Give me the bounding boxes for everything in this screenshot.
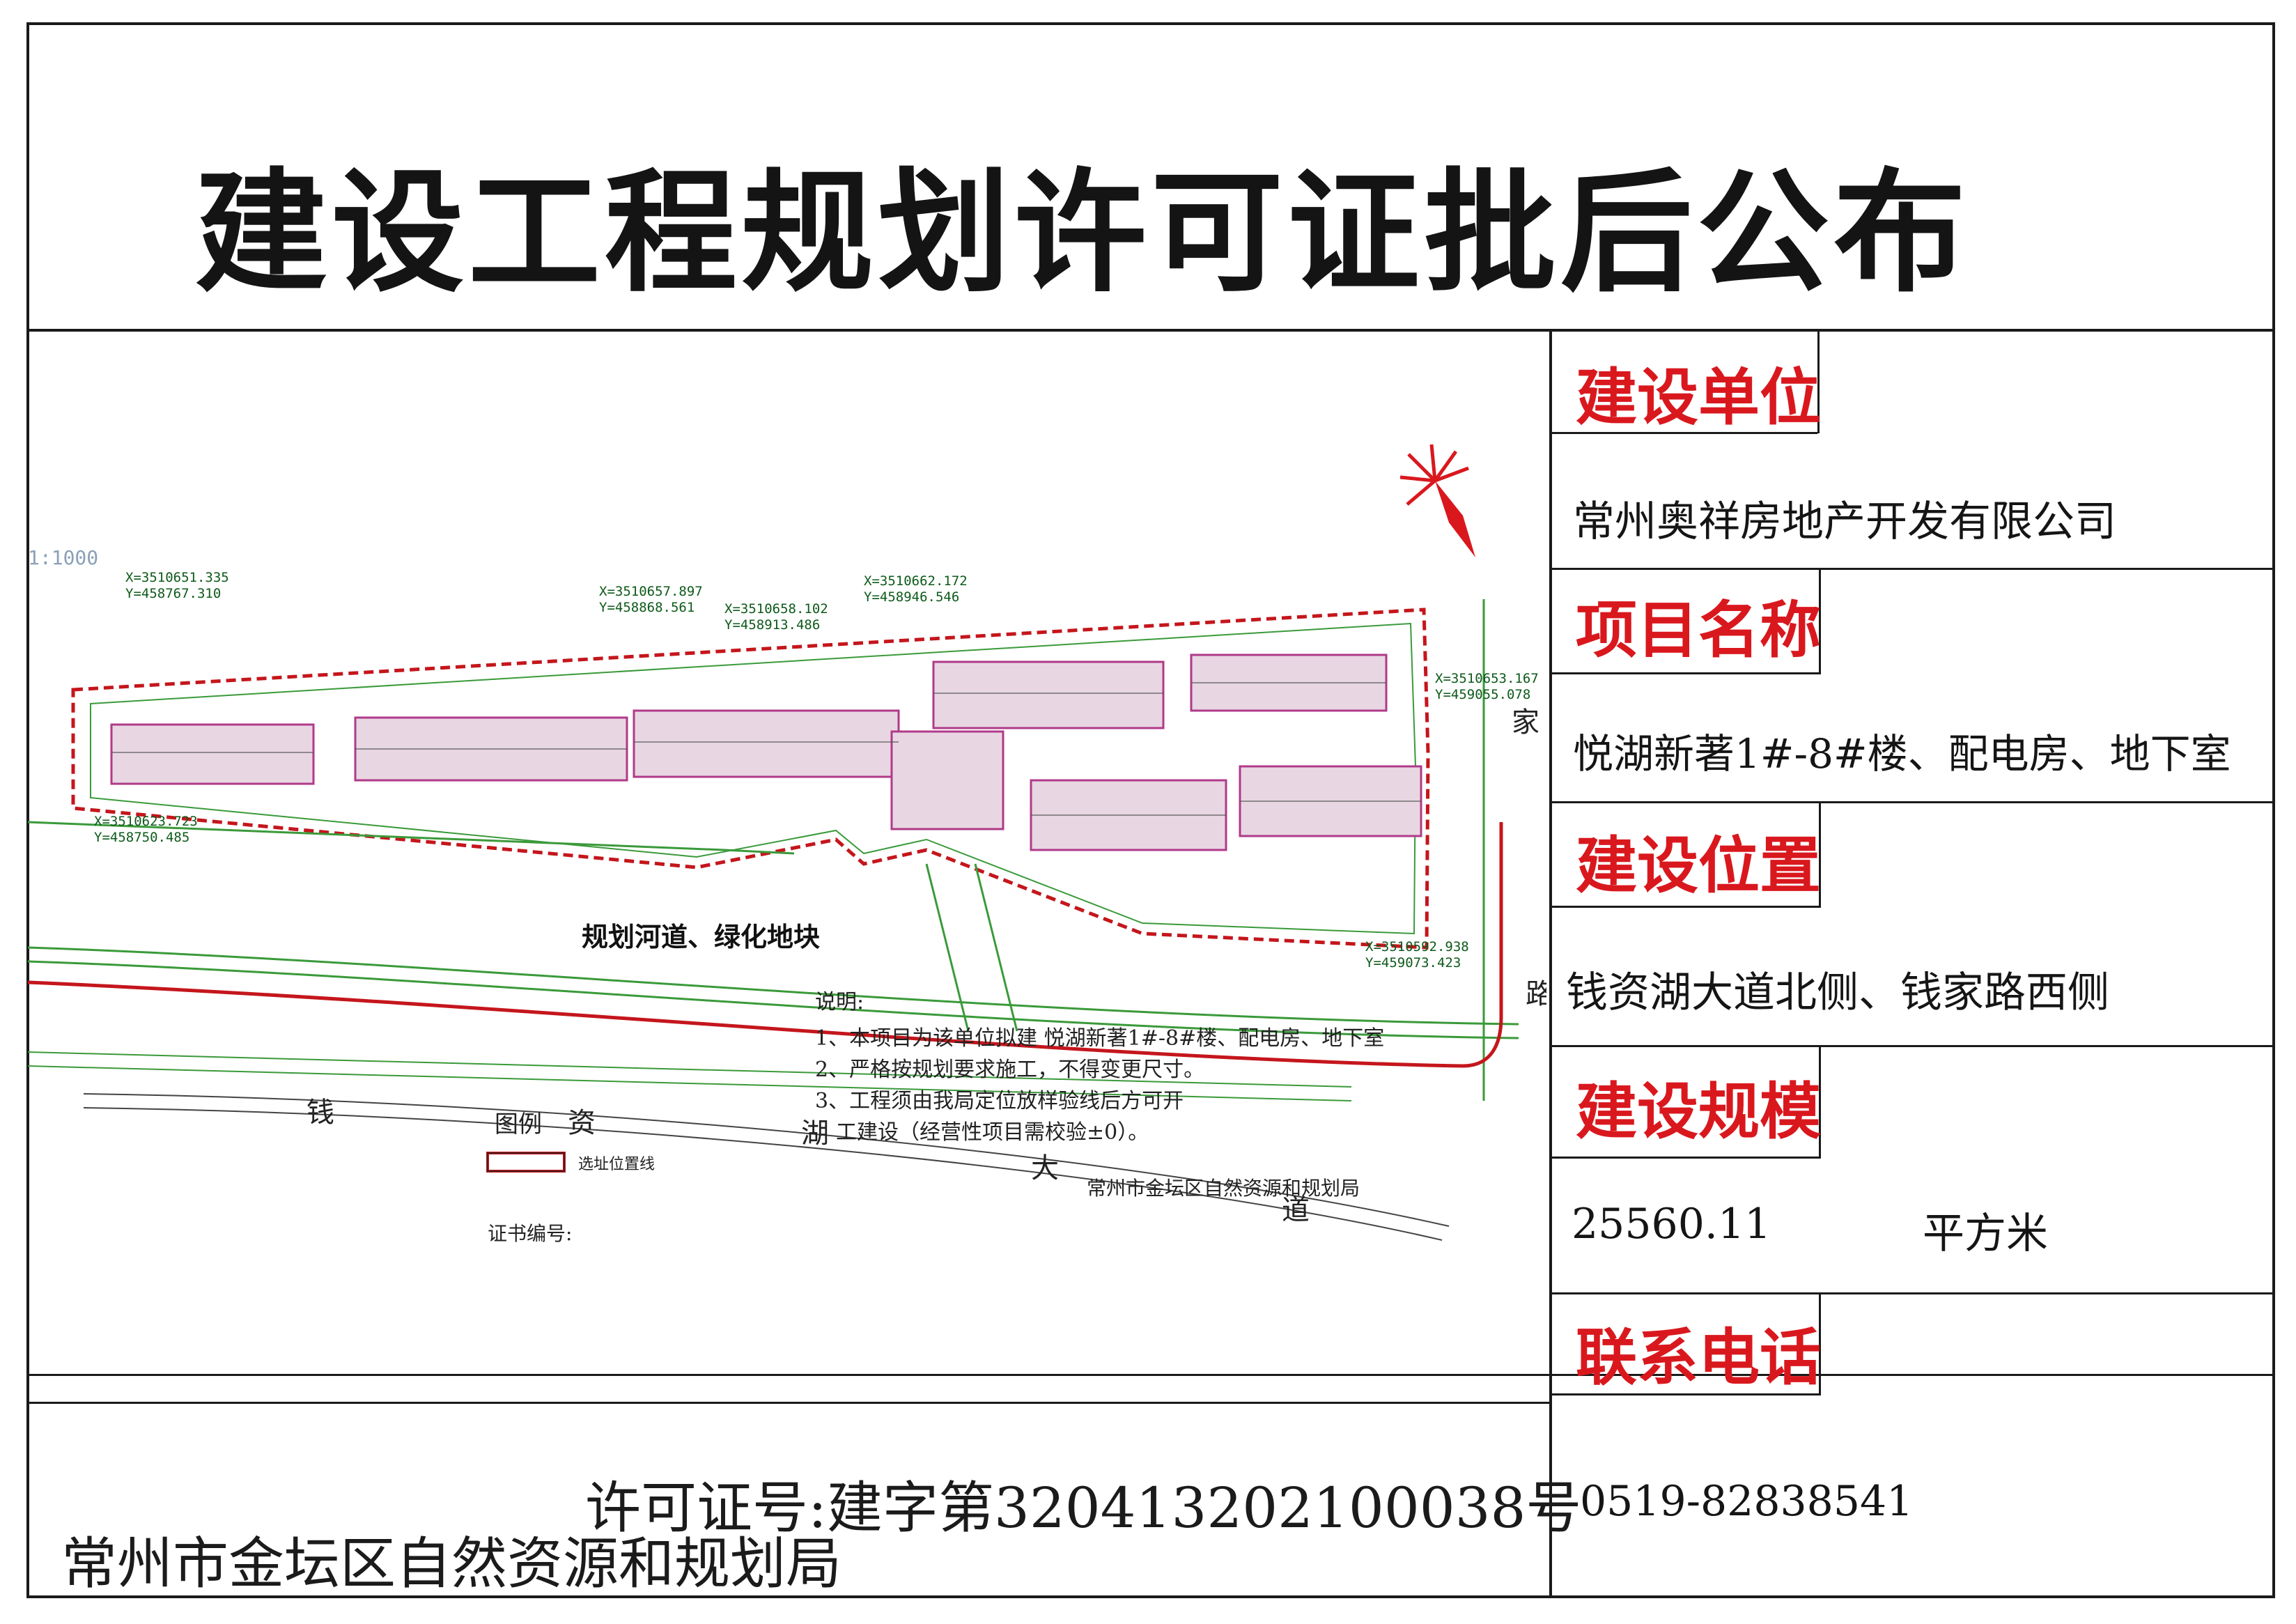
legend-title: 图例 (495, 1111, 542, 1138)
frame-left (26, 22, 29, 1598)
road-char-5: 道 (1282, 1194, 1310, 1226)
title-divider (26, 329, 2275, 332)
info-row-line-1 (1549, 432, 1817, 434)
coord-x-6: X=3510592.938 (1365, 939, 1469, 954)
note-2: 2、严格按规划要求施工，不得变更尺寸。 (815, 1058, 1204, 1082)
info-row-line-3b (1819, 568, 1821, 674)
issuing-authority: 常州市金坛区自然资源和规划局 (61, 1531, 841, 1596)
info-row-line-9 (1549, 1393, 1821, 1395)
plan-bottom-divider-2 (26, 1402, 1552, 1404)
plan-scale: 1:1000 (28, 546, 98, 569)
coord-y-3: Y=458913.486 (724, 617, 820, 633)
value-location: 钱资湖大道北侧、钱家路西侧 (1566, 968, 2109, 1017)
note-3: 3、工程须由我局定位放样验线后方可开 (815, 1089, 1184, 1113)
coord-x-3: X=3510658.102 (724, 601, 828, 617)
river-label: 规划河道、绿化地块 (582, 922, 820, 952)
road-char-1: 钱 (307, 1097, 334, 1129)
site-plan-drawing: 1:1000 (28, 444, 1546, 1245)
value-construction-unit: 常州奥祥房地产开发有限公司 (1573, 497, 2116, 546)
info-column-divider (1549, 329, 1552, 1598)
info-row-line-7 (1549, 1157, 1821, 1159)
frame-top (26, 22, 2275, 25)
frame-right (2272, 22, 2275, 1598)
notes-title: 说明: (815, 990, 864, 1014)
road-char-2: 资 (568, 1107, 596, 1139)
value-project-name: 悦湖新著1#-8#楼、配电房、地下室 (1573, 730, 2231, 778)
coord-x-2: X=3510657.897 (599, 584, 703, 599)
info-row-line-7b (1819, 1045, 1821, 1158)
info-row-line-2 (1549, 568, 2274, 570)
info-row-line-1b (1817, 329, 1820, 433)
plan-bottom-divider (26, 1374, 2275, 1376)
coord-x-4: X=3510662.172 (864, 573, 968, 589)
legend-item: 选址位置线 (578, 1156, 655, 1173)
info-row-line-4 (1549, 801, 2274, 803)
info-row-line-5 (1549, 906, 1821, 908)
note-4: 工建设（经营性项目需校验±0）。 (836, 1120, 1149, 1145)
label-scale: 建设规模 (1576, 1076, 1822, 1147)
coord-x-7: X=3510653.167 (1435, 671, 1539, 686)
value-phone: 0519-82838541 (1580, 1477, 1914, 1526)
info-row-line-3 (1549, 672, 1821, 674)
info-row-line-5b (1819, 801, 1821, 907)
info-row-line-9b (1819, 1292, 1821, 1395)
coord-y-4: Y=458946.546 (864, 589, 959, 605)
side-road-char-1: 家 (1512, 706, 1539, 738)
coord-y-6: Y=459073.423 (1365, 955, 1461, 970)
info-row-line-6 (1549, 1045, 2274, 1047)
label-location: 建设位置 (1576, 830, 1822, 902)
permit-number: 许可证号:建字第320413202100038号 (585, 1476, 1582, 1540)
page-title: 建设工程规划许可证批后公布 (195, 156, 1971, 310)
cert-number-label: 证书编号: (488, 1222, 572, 1245)
value-scale: 25560.11 (1572, 1200, 1771, 1248)
frame-bottom (26, 1595, 2275, 1598)
value-scale-unit: 平方米 (1923, 1209, 2048, 1258)
coord-y-2: Y=458868.561 (599, 600, 695, 615)
info-row-line-8 (1549, 1292, 2274, 1294)
side-road-char-2: 路 (1526, 978, 1546, 1010)
site-boundary (71, 608, 1430, 950)
notes-issuer: 常州市金坛区自然资源和规划局 (1087, 1177, 1360, 1200)
north-arrow-icon (1399, 444, 1475, 557)
coord-x-5: X=3510623.723 (94, 814, 198, 829)
road-char-4: 大 (1031, 1152, 1059, 1184)
label-construction-unit: 建设单位 (1576, 362, 1822, 433)
note-1: 1、本项目为该单位拟建 悦湖新著1#-8#楼、配电房、地下室 (815, 1026, 1384, 1051)
site-plan: 1:1000 (28, 334, 1546, 1352)
label-phone: 联系电话 (1576, 1322, 1822, 1393)
label-project-name: 项目名称 (1576, 594, 1822, 666)
coord-y-7: Y=459055.078 (1435, 687, 1530, 702)
coord-x-1: X=3510651.335 (125, 570, 229, 585)
coord-y-5: Y=458750.485 (94, 830, 189, 845)
coord-y-1: Y=458767.310 (125, 586, 221, 601)
legend-swatch (486, 1152, 566, 1173)
road-char-3: 湖 (801, 1118, 829, 1150)
